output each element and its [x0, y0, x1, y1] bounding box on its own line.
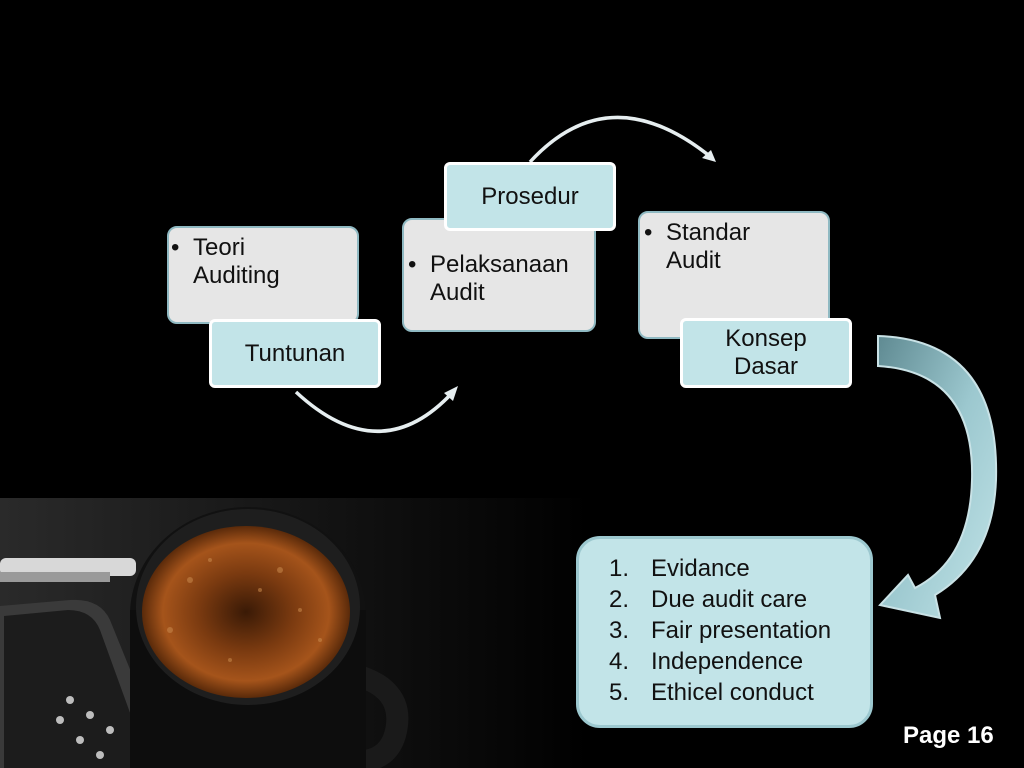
step2-label: Prosedur: [444, 162, 616, 231]
principles-list-box: 1. Evidance 2. Due audit care 3. Fair prese…: [576, 536, 873, 728]
list-item: 2. Due audit care: [609, 584, 831, 615]
list-item-text: Evidance: [651, 555, 750, 582]
list-item: 4. Independence: [609, 646, 831, 677]
list-item-text: Independence: [651, 648, 804, 675]
step3-bullet-text: Standar Audit: [666, 219, 751, 274]
list-item-number: 1.: [609, 555, 630, 582]
list-item-number: 2.: [609, 586, 630, 613]
step1-label: Tuntunan: [209, 319, 381, 388]
list-item-number: 3.: [609, 617, 630, 644]
list-item-text: Due audit care: [651, 586, 808, 613]
list-item: 3. Fair presentation: [609, 615, 831, 646]
list-item: 1. Evidance: [609, 553, 831, 584]
list-item: 5. Ethicel conduct: [609, 677, 831, 708]
list-item-text: Fair presentation: [651, 617, 832, 644]
step2-bullet-text: Pelaksanaan Audit: [430, 251, 569, 306]
step3-bullet: •Standar Audit: [644, 219, 824, 275]
page-number: Page 16: [903, 722, 994, 749]
list-item-number: 4.: [609, 648, 630, 675]
list-item-text: Ethicel conduct: [651, 679, 814, 706]
step2-bullet: •Pelaksanaan Audit: [408, 251, 594, 307]
step3-label: Konsep Dasar: [680, 318, 852, 388]
step1-bullet: •Teori Auditing: [171, 234, 351, 290]
principles-list: 1. Evidance 2. Due audit care 3. Fair prese…: [609, 553, 831, 708]
list-item-number: 5.: [609, 679, 630, 706]
step1-card: [167, 226, 359, 324]
step1-bullet-text: Teori Auditing: [193, 234, 280, 289]
